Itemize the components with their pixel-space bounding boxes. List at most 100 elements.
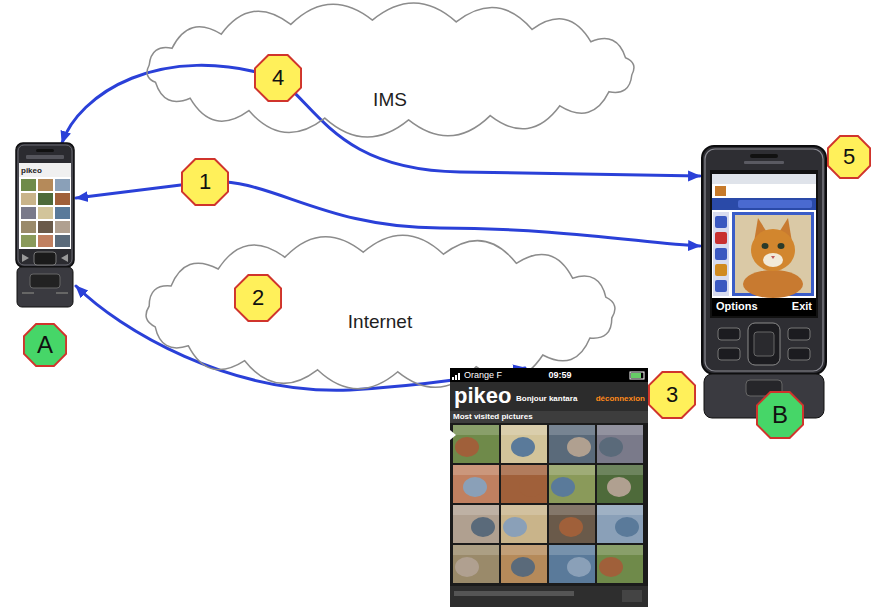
logout-link: déconnexion (596, 394, 645, 404)
network-name: IMS (373, 89, 407, 112)
graphic-part (55, 207, 70, 219)
graphic-part (511, 557, 535, 577)
graphic-part (453, 545, 499, 583)
app-logo: pikeo (21, 166, 42, 176)
graphic-part (744, 161, 784, 164)
graphic-part (463, 477, 487, 497)
clock-time: 09:59 (548, 370, 571, 381)
text-holder: Orange F (464, 370, 502, 381)
graphic-part (450, 586, 648, 607)
graphic-part (450, 430, 456, 440)
graphic-part (788, 348, 810, 360)
text-holder: pikeo (21, 166, 42, 176)
graphic-part (712, 298, 816, 316)
badge-holder: A (23, 323, 67, 367)
graphic-part (549, 425, 595, 463)
device-letter: A (37, 331, 53, 360)
graphic-part (778, 243, 785, 249)
graphic-part (748, 323, 780, 365)
graphic-part (22, 292, 68, 294)
text-holder: Internet (348, 311, 412, 334)
section-title: Most visited pictures (453, 412, 533, 422)
graphic-part (17, 267, 73, 307)
graphic-part (501, 545, 547, 555)
graphic-part (549, 465, 595, 503)
graphic-part (453, 505, 499, 543)
graphic-part (567, 437, 591, 457)
graphic-part (622, 590, 642, 602)
graphic-part (559, 517, 583, 537)
graphic-part (453, 545, 499, 555)
graphic-part (712, 174, 816, 184)
graphic-part (750, 154, 778, 158)
badge-holder: 5 (827, 135, 871, 179)
graphic-part (705, 149, 823, 371)
graphic-part (21, 207, 36, 219)
graphic-part (712, 174, 816, 316)
graphic-part (450, 382, 648, 411)
text-holder: pikeo (454, 383, 511, 409)
graphic-part (55, 179, 70, 191)
graphic-part (24, 324, 66, 366)
badge-holder: 4 (254, 54, 302, 102)
graphic-part (551, 477, 575, 497)
graphic-part (55, 193, 70, 205)
graphic-part (713, 212, 729, 296)
graphic-part (702, 146, 826, 374)
graphic-part (455, 375, 457, 380)
graphic-part (501, 465, 547, 475)
text-holder: Bonjour kantara (516, 394, 577, 404)
graphic-part (38, 193, 53, 205)
graphic-part (255, 55, 301, 101)
graphic-part (182, 159, 228, 205)
graphic-part (738, 200, 812, 208)
text-holder: 09:59 (548, 370, 571, 381)
graphic-part (715, 280, 727, 292)
graphic-part (471, 517, 495, 537)
graphic-part (549, 545, 595, 583)
graphic-part (455, 557, 479, 577)
graphic-part (597, 465, 643, 503)
graphic-part (607, 477, 631, 497)
graphic-part (22, 254, 29, 262)
graphic-part (549, 425, 595, 435)
graphic-part (38, 179, 53, 191)
graphic-part (828, 136, 870, 178)
graphic-part (597, 425, 643, 463)
graphic-part (501, 505, 547, 543)
device-letter: B (772, 401, 788, 430)
graphic-part (597, 425, 643, 435)
site-logo: pikeo (454, 383, 511, 409)
graphic-part (34, 252, 56, 265)
graphic-part (549, 465, 595, 475)
web-screenshot: Orange F 09:59 pikeo Bonjour kantara déconne… (450, 368, 648, 607)
graphic-part (597, 505, 643, 515)
network-cloud: IMS (128, 0, 653, 140)
graphic-part (454, 591, 574, 596)
graphic-part (715, 232, 727, 244)
graphic-part (16, 143, 74, 267)
mobile-phone: pikeoA (14, 143, 76, 308)
graphic-part (453, 425, 499, 463)
graphic-part (453, 505, 499, 515)
graphic-part (597, 545, 643, 583)
graphic-part (38, 235, 53, 247)
graphic-part (549, 545, 595, 555)
graphic-part (501, 425, 547, 463)
graphic-part (21, 193, 36, 205)
graphic-part (458, 373, 460, 380)
callout-number: 2 (252, 285, 264, 311)
carrier-name: Orange F (464, 370, 502, 381)
connector-arrow (62, 65, 700, 176)
graphic-part (501, 545, 547, 583)
connector-arrow (76, 182, 700, 246)
graphic-part (453, 425, 499, 435)
text-holder: IMS (373, 89, 407, 112)
graphic-part (146, 235, 615, 389)
badge-holder: 1 (181, 158, 229, 206)
graphic-part (21, 179, 36, 191)
graphic-part (599, 557, 623, 577)
graphic-part (511, 437, 535, 457)
callout-number: 4 (272, 65, 284, 91)
